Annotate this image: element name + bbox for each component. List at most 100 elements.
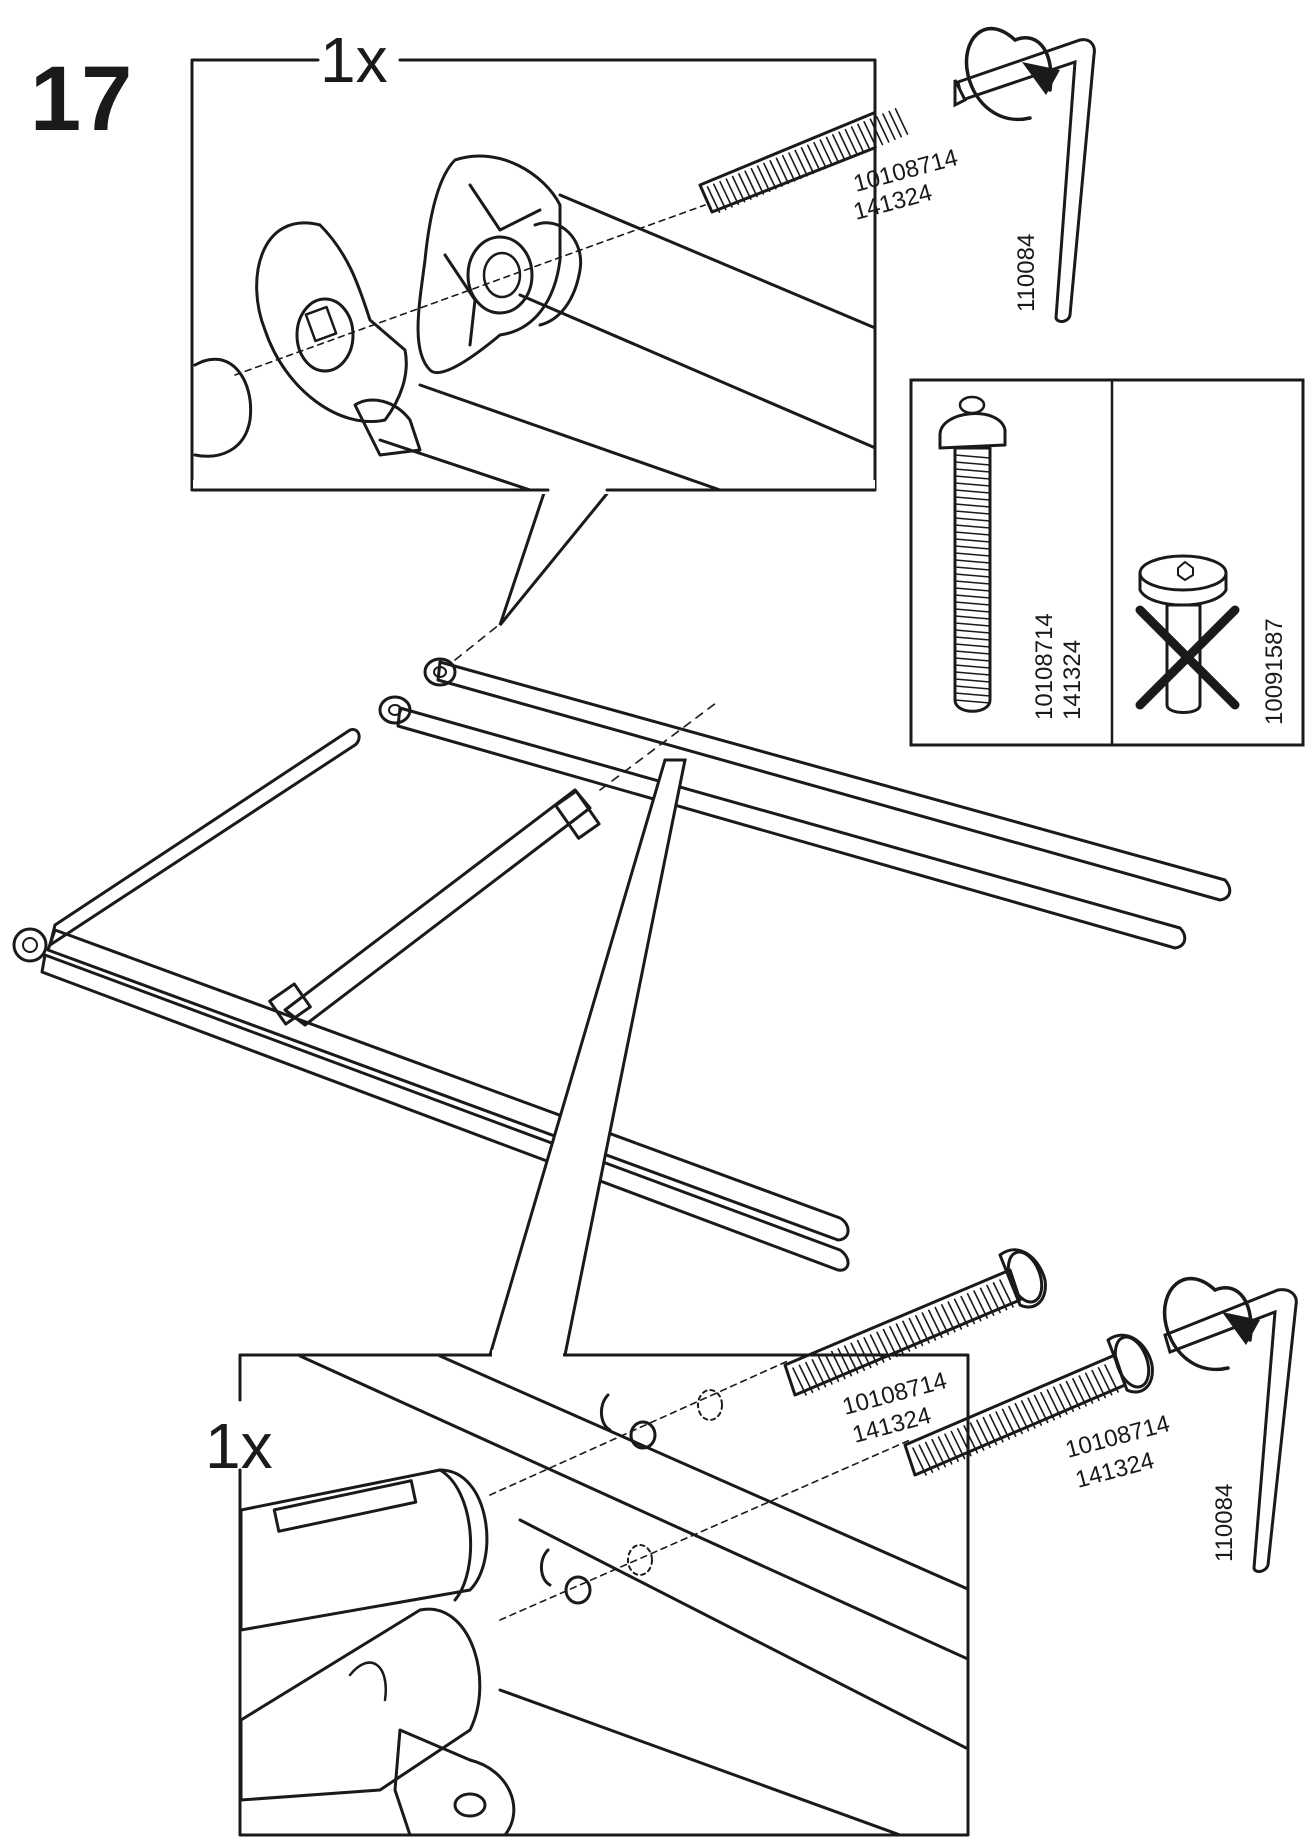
thread-line <box>1059 1383 1075 1413</box>
thread-line <box>750 167 765 195</box>
thread-line <box>1084 1372 1100 1402</box>
thread-line <box>1104 1364 1119 1393</box>
thread-line <box>954 552 991 557</box>
thread-line <box>954 608 991 613</box>
frame-assembly <box>12 619 1232 1357</box>
thread-line <box>882 1328 898 1358</box>
thread-line <box>954 566 991 571</box>
thread-line <box>1091 1369 1107 1399</box>
thread-line <box>1040 1391 1055 1421</box>
thread-line <box>918 1444 934 1473</box>
thread-line <box>934 1306 950 1336</box>
thread-line <box>824 1353 840 1383</box>
thread-line <box>1033 1394 1049 1424</box>
thread-line <box>843 1345 859 1374</box>
thread-line <box>811 1358 827 1388</box>
thread-line <box>954 671 991 676</box>
thread-line <box>954 699 991 704</box>
thread-line <box>944 1433 959 1462</box>
frame-joint <box>423 657 457 687</box>
thread-line <box>725 178 740 206</box>
thread-line <box>794 149 809 177</box>
callout-pointer-top <box>498 488 614 626</box>
thread-line <box>963 1425 979 1454</box>
thread-line <box>882 113 896 141</box>
wrong-screw <box>1138 554 1228 714</box>
thread-line <box>953 1298 969 1328</box>
thread-line <box>954 454 991 459</box>
thread-line <box>1072 1378 1087 1407</box>
thread-line <box>954 678 991 683</box>
thread-line <box>954 664 991 669</box>
thread-line <box>888 110 903 138</box>
thread-line <box>954 685 991 690</box>
step-number: 17 <box>30 48 132 150</box>
detail-top-illustration <box>193 111 874 489</box>
thread-line <box>706 186 721 213</box>
thread-line <box>954 573 991 578</box>
thread-line <box>819 139 834 167</box>
thread-line <box>1008 1405 1023 1435</box>
detail-bottom: 1x <box>205 1248 1173 1837</box>
thread-line <box>788 152 802 180</box>
rotate-arrow-icon <box>964 26 1060 122</box>
frame-joint <box>12 927 48 963</box>
thread-line <box>1052 1386 1068 1415</box>
thread-line <box>712 183 727 211</box>
thread-line <box>792 1367 807 1396</box>
screw-thread-top <box>706 108 909 213</box>
thread-line <box>992 1281 1008 1311</box>
thread-line <box>954 643 991 648</box>
thread-line <box>947 1301 963 1330</box>
thread-line <box>857 123 871 151</box>
screw-thread-compare <box>954 454 991 704</box>
detail-bottom-illustration <box>241 1356 967 1834</box>
thread-line <box>924 1441 940 1471</box>
detail-bottom-frame <box>238 1353 970 1837</box>
thread-line <box>954 475 991 480</box>
thread-line <box>976 1419 991 1449</box>
thread-line <box>856 1339 872 1369</box>
thread-line <box>875 115 890 143</box>
thread-line <box>798 1364 814 1394</box>
thread-line <box>908 1317 924 1347</box>
wrong-code: 10091587 <box>1261 618 1288 725</box>
thread-line <box>1014 1402 1030 1432</box>
thread-line <box>769 160 783 187</box>
thread-line <box>850 1342 866 1372</box>
thread-line <box>954 559 991 564</box>
thread-line <box>954 503 991 508</box>
correct-code-2: 141324 <box>1059 640 1086 720</box>
screw-compare-frame <box>909 378 1305 747</box>
thread-line <box>956 1427 972 1457</box>
wrench-code-bottom: 110084 <box>1211 1484 1238 1562</box>
thread-line <box>954 587 991 592</box>
screw-thread-a <box>792 1279 1014 1396</box>
thread-line <box>954 531 991 536</box>
thread-line <box>800 147 815 174</box>
thread-line <box>954 517 991 522</box>
thread-line <box>982 1416 998 1446</box>
frame-joint <box>378 695 412 725</box>
thread-line <box>902 1320 917 1350</box>
correct-screw <box>938 395 1007 713</box>
thread-line <box>912 1447 927 1476</box>
thread-line <box>837 1347 853 1377</box>
thread-line <box>954 636 991 641</box>
thread-line <box>954 482 991 487</box>
thread-line <box>894 108 909 135</box>
screw-icon <box>783 1248 1047 1397</box>
thread-line <box>869 1334 885 1363</box>
thread-line <box>1078 1375 1094 1404</box>
thread-line <box>969 1422 985 1451</box>
rotate-arrow-icon <box>1162 1276 1260 1372</box>
thread-line <box>832 134 846 161</box>
thread-line <box>954 650 991 655</box>
thread-line <box>889 1325 904 1355</box>
thread-line <box>954 615 991 620</box>
thread-line <box>813 141 827 169</box>
thread-line <box>937 1436 953 1465</box>
thread-line <box>995 1411 1011 1440</box>
thread-line <box>954 594 991 599</box>
